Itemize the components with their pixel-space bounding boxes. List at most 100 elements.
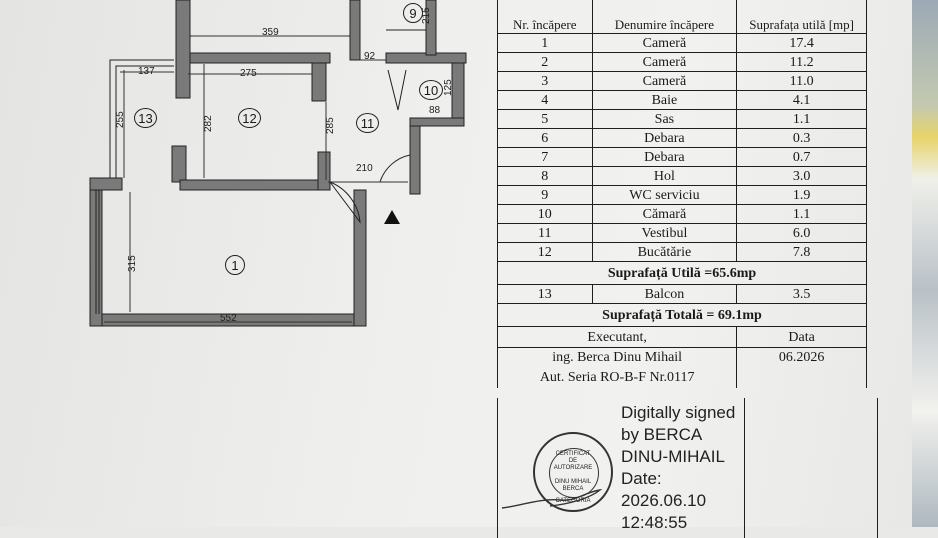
dim-label: 137 (138, 66, 155, 77)
handwritten-signature (501, 488, 603, 509)
room-number: 10 (419, 80, 443, 100)
wall (171, 145, 187, 183)
floor-plan-drawing (89, 0, 467, 327)
dim-label: 282 (203, 115, 214, 132)
cell-nr: 1 (497, 33, 593, 53)
authorization: Aut. Seria RO-B-F Nr.0117 (539, 370, 695, 385)
stamp-text: BERCA (562, 486, 584, 492)
dim-label: 359 (262, 27, 279, 38)
dim-label: 552 (220, 313, 237, 324)
wall (409, 117, 465, 127)
cell-name: Cameră (591, 52, 738, 72)
cell-name: Hol (591, 166, 738, 186)
wall (311, 62, 327, 102)
dim-label: 285 (325, 117, 336, 134)
background-flower (912, 0, 938, 527)
wall (179, 179, 331, 191)
cell-name: Cameră (591, 71, 738, 91)
data-label: Data (736, 326, 867, 348)
stamp-text: CERTIFICAT (555, 451, 591, 457)
cell-name: Cameră (591, 33, 738, 53)
cell-name: Vestibul (591, 223, 738, 243)
cell-area: 7.8 (736, 242, 867, 262)
signature-line: DINU-MIHAIL (621, 447, 725, 466)
wall (317, 151, 331, 191)
useful-total: Suprafață Utilă =65.6mp (497, 261, 867, 285)
stamp-inner-ring (549, 448, 599, 498)
cell-nr: 11 (497, 223, 593, 243)
dim-label: 125 (443, 79, 454, 96)
stamp-text: DINU MIHAIL (554, 479, 592, 485)
room-number: 11 (356, 113, 379, 133)
signature-line: Digitally signed (621, 403, 736, 422)
room-number: 9 (403, 3, 423, 23)
wall (409, 125, 421, 195)
room-number: 13 (134, 108, 157, 128)
dim-label: 88 (429, 105, 441, 116)
cell-area: 4.1 (736, 90, 867, 110)
cell-area: 0.3 (736, 128, 867, 148)
header-name: Denumire încăpere (591, 0, 738, 34)
stamp-text: CATEGORIA (555, 498, 591, 504)
door (379, 154, 411, 183)
cell-area: 1.1 (736, 109, 867, 129)
date-cell: 06.2026 (736, 347, 867, 388)
wall (349, 0, 361, 61)
cell-name: Baie (591, 90, 738, 110)
cell-name: Cămară (591, 204, 738, 224)
cell-nr: 5 (497, 109, 593, 129)
balcony-outline (115, 65, 174, 178)
door (329, 181, 361, 224)
dim-label: 315 (127, 255, 138, 272)
cell-name: Debara (591, 147, 738, 167)
authorization-stamp: CERTIFICAT DE AUTORIZARE DINU MIHAIL BER… (533, 432, 613, 512)
dim-label: 275 (240, 68, 257, 79)
cell-area: 17.4 (736, 33, 867, 53)
cell-nr: 6 (497, 128, 593, 148)
cell-name: WC serviciu (591, 185, 738, 205)
engineer-cell: ing. Berca Dinu Mihail Aut. Seria RO-B-F… (496, 347, 738, 388)
table-frame (497, 398, 745, 538)
cell-nr: 7 (497, 147, 593, 167)
cell-nr: 9 (497, 185, 593, 205)
area-table: Nr. încăpere Denumire încăpere Suprafața… (496, 0, 867, 388)
wall (175, 0, 191, 99)
cell-area: 3.0 (736, 166, 867, 186)
entrance-marker (384, 210, 400, 224)
door (387, 69, 407, 111)
digital-signature: Digitally signed by BERCA DINU-MIHAIL Da… (621, 402, 735, 534)
cell-name: Balcon (591, 284, 738, 304)
wall (353, 189, 367, 327)
executant-row: Executant, Data (496, 326, 867, 348)
cell-nr: 3 (497, 71, 593, 91)
executant-label: Executant, (496, 326, 738, 348)
stamp-text: DE (568, 458, 578, 464)
header-area: Suprafața utilă [mp] (736, 0, 867, 34)
wall (89, 177, 123, 191)
cell-area: 11.2 (736, 52, 867, 72)
dim-label: 215 (421, 7, 432, 24)
dim-label: 210 (356, 163, 373, 174)
cell-area: 1.9 (736, 185, 867, 205)
cell-name: Bucătărie (591, 242, 738, 262)
signature-line: by BERCA (621, 425, 703, 444)
grand-total: Suprafață Totală = 69.1mp (497, 303, 867, 327)
signature-line: Date: (621, 469, 662, 488)
signature-line: 12:48:55 (621, 513, 688, 532)
cell-name: Sas (591, 109, 738, 129)
cell-area: 3.5 (736, 284, 867, 304)
cell-nr: 2 (497, 52, 593, 72)
cell-nr: 10 (497, 204, 593, 224)
